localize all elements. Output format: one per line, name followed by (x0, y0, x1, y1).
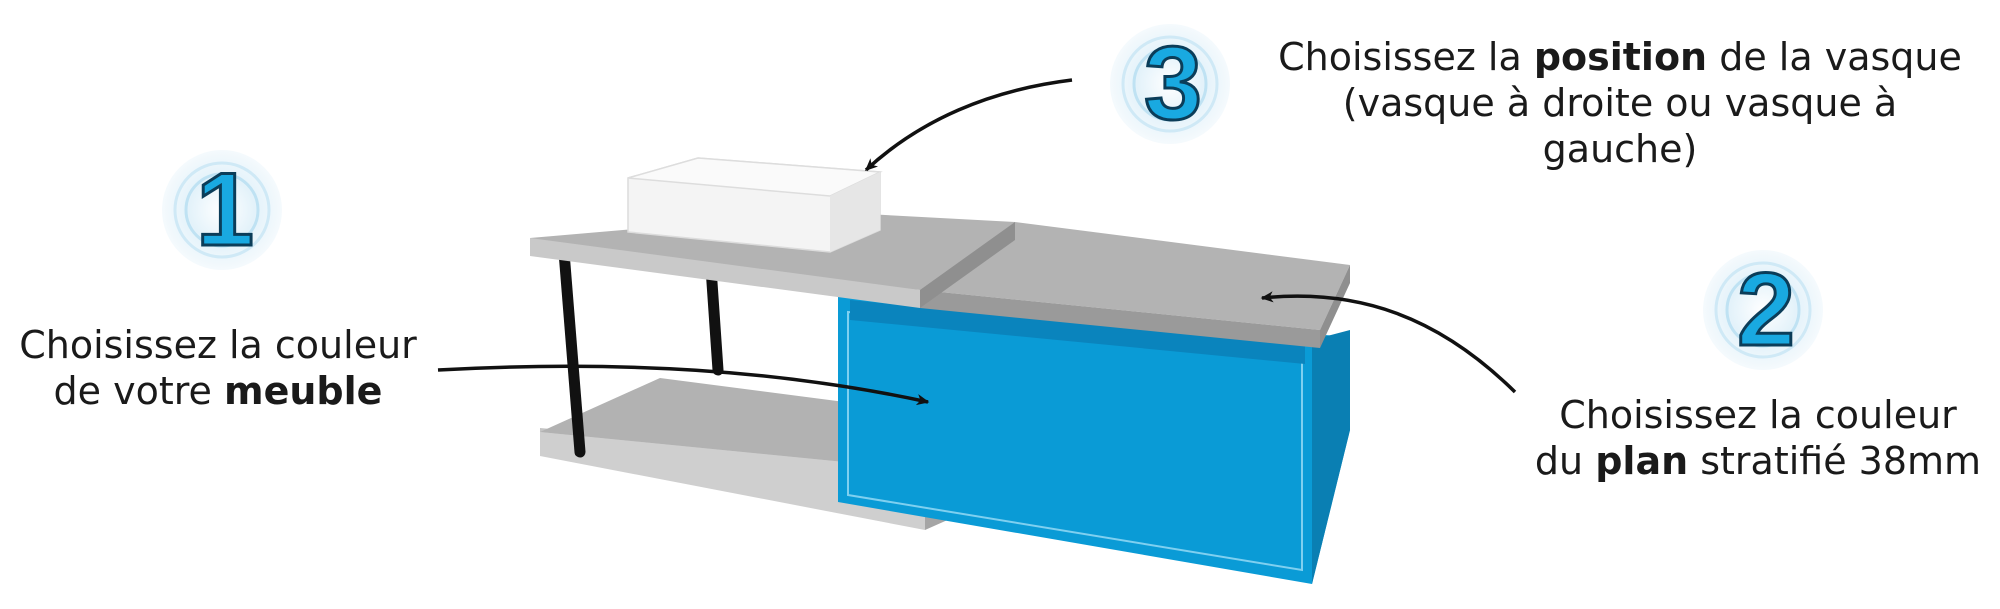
basin (627, 157, 883, 253)
text-part: Choisissez la (1278, 35, 1534, 79)
emphasis-plan: plan (1595, 439, 1689, 483)
arrow-vasque (864, 78, 1073, 172)
emphasis-meuble: meuble (224, 369, 383, 413)
callout-vasque-line1: Choisissez la position de la vasque (1260, 34, 1980, 80)
text-part: du (1534, 439, 1596, 483)
callout-meuble-line2: de votre meuble (0, 368, 436, 414)
callout-vasque: Choisissez la position de la vasque (vas… (1260, 34, 1980, 172)
legs (558, 246, 724, 458)
callout-plan-line2: du plan stratifié 38mm (1516, 438, 2000, 484)
badge-1: 1 (162, 150, 282, 270)
text-part: stratifié 38mm (1688, 439, 1982, 483)
callout-vasque-line2: (vasque à droite ou vasque à gauche) (1342, 81, 1898, 171)
badge-2: 2 (1703, 250, 1823, 370)
badge-number: 1 (196, 152, 254, 268)
blue-cabinet (838, 295, 1350, 584)
arrow-meuble (437, 364, 930, 406)
callout-meuble-line1: Choisissez la couleur (19, 323, 417, 367)
badge-number: 3 (1144, 26, 1202, 142)
badge-3: 3 (1110, 24, 1230, 144)
callout-meuble: Choisissez la couleur de votre meuble (0, 322, 436, 414)
emphasis-position: position (1533, 35, 1708, 79)
callout-plan-line1: Choisissez la couleur (1559, 393, 1957, 437)
text-part: de votre (53, 369, 225, 413)
arrow-plan (1260, 291, 1517, 394)
callout-plan: Choisissez la couleur du plan stratifié … (1516, 392, 2000, 484)
text-part: de la vasque (1707, 35, 1962, 79)
badge-number: 2 (1737, 252, 1795, 368)
